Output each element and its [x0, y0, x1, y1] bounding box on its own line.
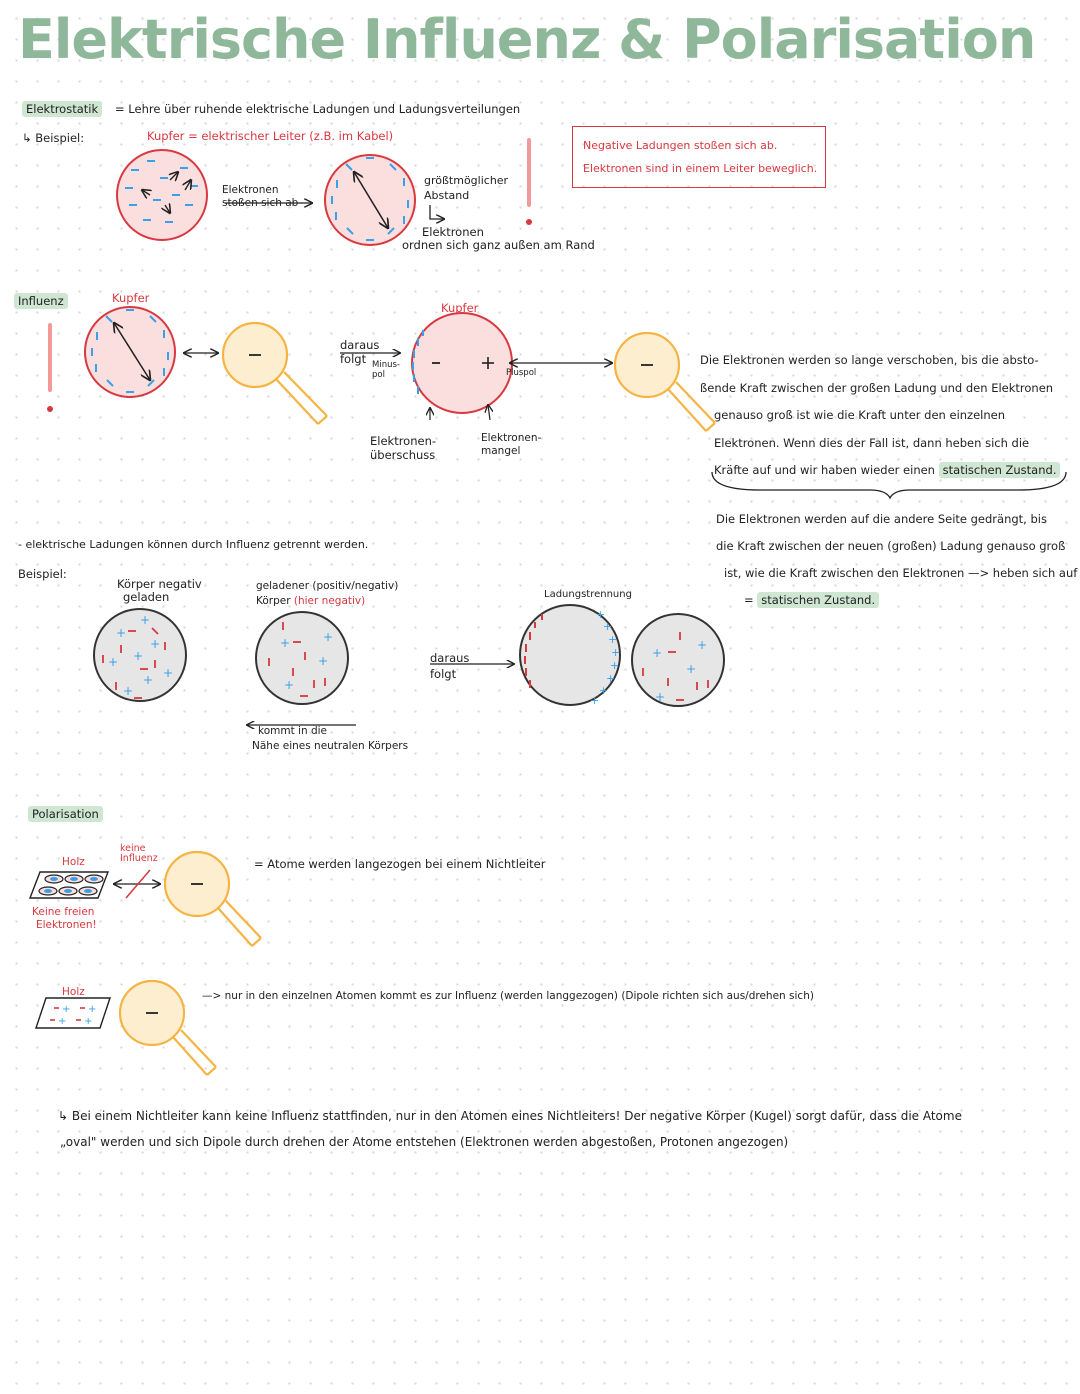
influenz-tag: Influenz — [14, 293, 68, 309]
influenz-explanation-2: Die Elektronen werden auf die andere Sei… — [716, 506, 1077, 614]
exclamation-icon — [47, 325, 53, 412]
rule-line-1: Negative Ladungen stoßen sich ab. — [583, 134, 815, 157]
influenz-explanation: Die Elektronen werden so lange verschobe… — [700, 347, 1060, 485]
svg-text:+: + — [150, 637, 160, 651]
svg-text:+: + — [603, 620, 612, 633]
copper-sphere-influenz-left — [85, 307, 175, 397]
kupfer-label-left: Kupfer — [112, 291, 149, 305]
crossed-double-arrow — [114, 870, 160, 898]
svg-text:+: + — [163, 666, 173, 680]
svg-text:+: + — [123, 684, 133, 698]
ladungstrennung-label: Ladungstrennung — [544, 589, 632, 600]
svg-text:+: + — [599, 684, 608, 697]
svg-text:+: + — [652, 646, 662, 660]
polarisation-tag: Polarisation — [28, 806, 103, 822]
exclamation-icon — [526, 140, 532, 225]
atome-langgezogen-note: = Atome werden langezogen bei einem Nich… — [254, 857, 545, 871]
geladener-koerper-label: geladener (positiv/negativ)Körper (hier … — [256, 579, 398, 609]
rule-box: Negative Ladungen stoßen sich ab. Elektr… — [572, 126, 826, 188]
rule-line-2: Elektronen sind in einem Leiter beweglic… — [583, 157, 815, 180]
summary-note: ↳ Bei einem Nichtleiter kann keine Influ… — [58, 1103, 962, 1155]
charged-ball-negative — [223, 323, 327, 424]
svg-text:+: + — [318, 654, 328, 668]
svg-text:+: + — [284, 678, 294, 692]
minuspol-label: Minus-pol — [372, 360, 400, 380]
dipol-note: —> nur in den einzelnen Atomen kommt es … — [202, 990, 814, 1002]
pluspol-label: Pluspol — [506, 368, 536, 378]
mangel-label: Elektronen-mangel — [481, 432, 541, 458]
beispiel-label-2: Beispiel: — [18, 567, 67, 581]
svg-text:+: + — [143, 673, 153, 687]
svg-text:+: + — [323, 630, 333, 644]
svg-text:+: + — [62, 1004, 70, 1015]
svg-text:+: + — [686, 662, 696, 676]
svg-text:+: + — [655, 690, 665, 704]
svg-text:+: + — [108, 655, 118, 669]
svg-text:+: + — [280, 636, 290, 650]
svg-text:+: + — [116, 626, 126, 640]
svg-text:+: + — [84, 1016, 92, 1027]
wood-atoms-block — [30, 872, 108, 898]
holz-label-1: Holz — [62, 856, 85, 868]
ueberschuss-label: Elektronen-überschuss — [370, 434, 436, 462]
svg-text:+: + — [58, 1016, 66, 1027]
arrow-abstand — [430, 205, 444, 219]
charged-ball-negative — [165, 852, 261, 946]
holz-label-2: Holz — [62, 986, 85, 998]
wood-dipoles-block: ++++ — [36, 998, 110, 1028]
negatively-charged-body-right: +++ + — [632, 614, 724, 706]
copper-sphere-influenz-right — [412, 313, 512, 420]
kupfer-label-right: Kupfer — [441, 301, 478, 315]
separation-statement: - elektrische Ladungen können durch Infl… — [18, 538, 368, 551]
svg-text:+: + — [611, 646, 620, 659]
svg-text:+: + — [88, 1004, 96, 1015]
svg-text:+: + — [133, 649, 143, 663]
svg-text:+: + — [140, 613, 150, 627]
negatively-charged-body: ++ ++ ++ ++ — [94, 609, 186, 701]
svg-text:+: + — [590, 694, 599, 707]
copper-sphere-before — [117, 150, 207, 240]
svg-text:+: + — [610, 659, 619, 672]
svg-text:+: + — [608, 633, 617, 646]
svg-text:+: + — [697, 638, 707, 652]
charged-body-negative: + + + + — [256, 612, 348, 704]
separated-charge-body: +++ +++ ++ — [520, 605, 620, 707]
